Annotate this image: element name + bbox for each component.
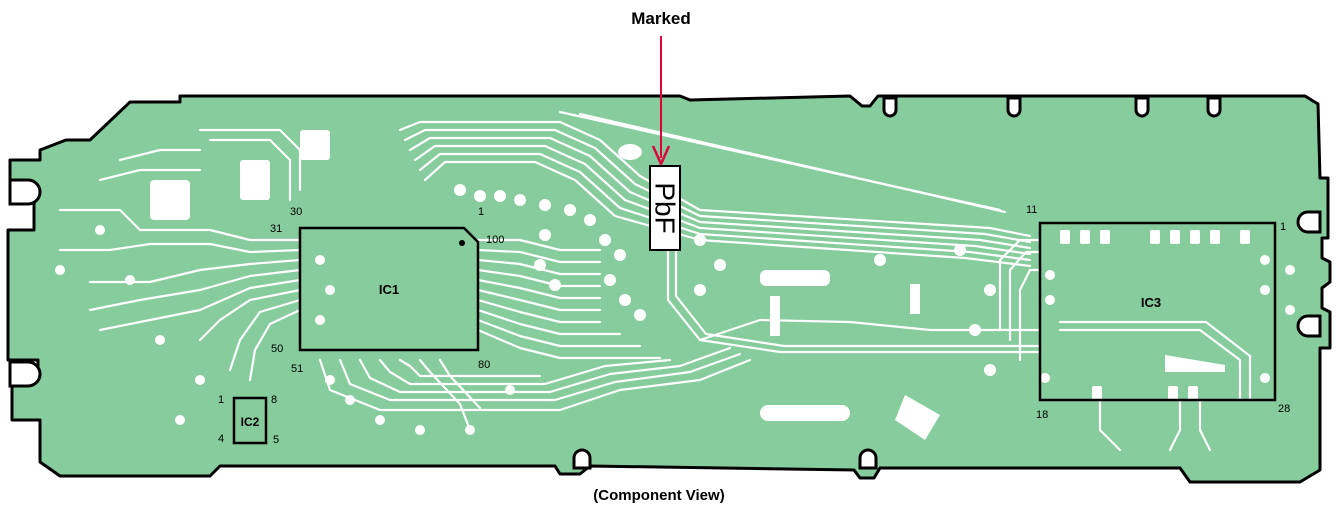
marked-arrow-head — [651, 145, 671, 166]
ic1-pin-1: 1 — [478, 206, 484, 218]
ic3-pin-1: 1 — [1280, 221, 1286, 233]
pbf-marking-text: PbF — [650, 182, 681, 233]
ic3-pin-18: 18 — [1036, 409, 1048, 421]
ic1-pin-30: 30 — [290, 206, 302, 218]
ic2-pin-5: 5 — [273, 434, 279, 446]
ic1-pin-80: 80 — [478, 359, 490, 371]
pbf-marking-box — [649, 165, 681, 251]
marked-label: Marked — [631, 9, 691, 28]
ic2-pin-4: 4 — [218, 433, 224, 445]
ic3: IC3 11 1 18 28 — [1026, 204, 1290, 421]
ic3-pin-28: 28 — [1278, 403, 1290, 415]
ic1-pin-51: 51 — [291, 363, 303, 375]
ic3-body — [1038, 221, 1277, 402]
ic2-pin-8: 8 — [271, 394, 277, 406]
ic3-label: IC3 — [1141, 295, 1161, 310]
pcb-pads — [55, 184, 1295, 435]
ic1-pin1-dot — [459, 240, 465, 246]
marked-callout: Marked — [631, 9, 691, 166]
pbf-marking: PbF — [649, 165, 681, 251]
ic1-pin-31: 31 — [270, 223, 282, 235]
ic1-label: IC1 — [379, 282, 399, 297]
ic2-body — [232, 396, 268, 445]
view-caption: (Component View) — [593, 487, 724, 504]
ic2: IC2 1 4 8 5 — [218, 394, 279, 446]
ic2-pin-1: 1 — [218, 394, 224, 406]
ic2-label: IC2 — [241, 415, 260, 429]
ic3-pin-11: 11 — [1026, 204, 1037, 216]
copper-areas — [150, 130, 1250, 440]
ic1-body — [298, 226, 480, 352]
board-notches — [8, 96, 1322, 470]
ic1-pin-50: 50 — [271, 343, 283, 355]
ic1: IC1 1 30 31 100 50 51 80 — [270, 206, 504, 375]
ic1-pin-100: 100 — [486, 234, 504, 246]
